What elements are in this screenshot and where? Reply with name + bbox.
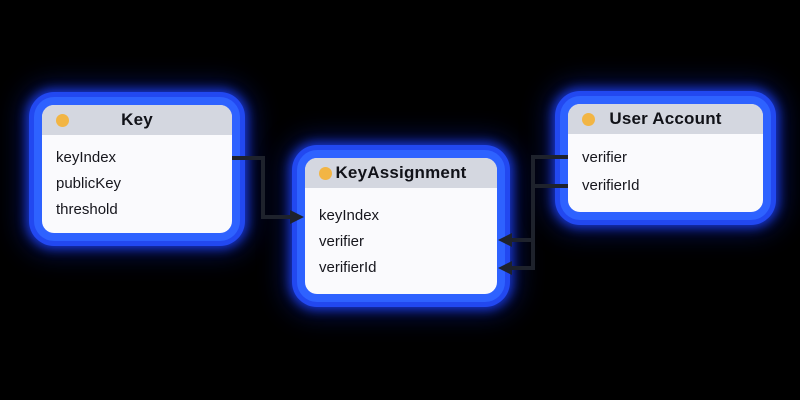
entity-header-key: Key <box>42 105 232 135</box>
window-dot-icon <box>56 113 69 127</box>
arrowhead-keyassignment-keyindex <box>290 210 304 224</box>
entity-title-useraccount: User Account <box>609 109 722 128</box>
field-list-useraccount: verifier verifierId <box>568 134 763 200</box>
field-ua-verifier: verifier <box>582 149 628 166</box>
entity-title-keyassignment: KeyAssignment <box>335 163 467 182</box>
entity-header-useraccount: User Account <box>568 104 763 134</box>
field-key-threshold: threshold <box>56 201 118 218</box>
entity-card-key: Key keyIndex publicKey threshold <box>42 105 232 233</box>
field-ka-verifierid: verifierId <box>319 259 377 276</box>
entity-card-useraccount: User Account verifier verifierId <box>568 104 763 212</box>
arrowhead-keyassignment-verifierid <box>498 261 512 275</box>
arrowhead-keyassignment-verifier <box>498 233 512 247</box>
connector-key-to-keyassignment <box>232 156 292 219</box>
field-ka-keyindex: keyIndex <box>319 207 380 224</box>
entity-header-keyassignment: KeyAssignment <box>305 158 497 188</box>
field-list-keyassignment: keyIndex verifier verifierId <box>305 188 497 281</box>
connector-useraccount-verifier <box>506 155 568 270</box>
window-dot-icon <box>319 166 332 180</box>
entity-card-keyassignment: KeyAssignment keyIndex verifier verifier… <box>305 158 497 294</box>
field-list-key: keyIndex publicKey threshold <box>42 135 232 223</box>
window-dot-icon <box>582 112 595 126</box>
entity-title-key: Key <box>121 110 153 129</box>
field-key-publickey: publicKey <box>56 175 122 192</box>
field-ua-verifierid: verifierId <box>582 177 640 194</box>
field-ka-verifier: verifier <box>319 233 365 250</box>
field-key-keyindex: keyIndex <box>56 149 117 166</box>
